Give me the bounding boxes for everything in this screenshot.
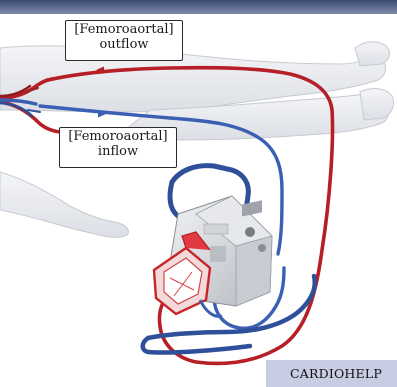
top-band <box>0 0 397 14</box>
inflow-label-line1: [Femoroaortal] <box>65 129 171 144</box>
patient-foot-lower <box>360 89 394 120</box>
device-name-label: CARDIOHELP <box>266 360 397 387</box>
inflow-label-line2: inflow <box>65 144 171 159</box>
inflow-label: [Femoroaortal] inflow <box>59 127 177 168</box>
outflow-label-line1: [Femoroaortal] <box>71 22 177 37</box>
patient-foot-upper <box>355 42 389 66</box>
patient-arm <box>0 172 128 237</box>
outflow-label-line2: outflow <box>71 37 177 52</box>
outflow-label: [Femoroaortal] outflow <box>65 20 183 61</box>
